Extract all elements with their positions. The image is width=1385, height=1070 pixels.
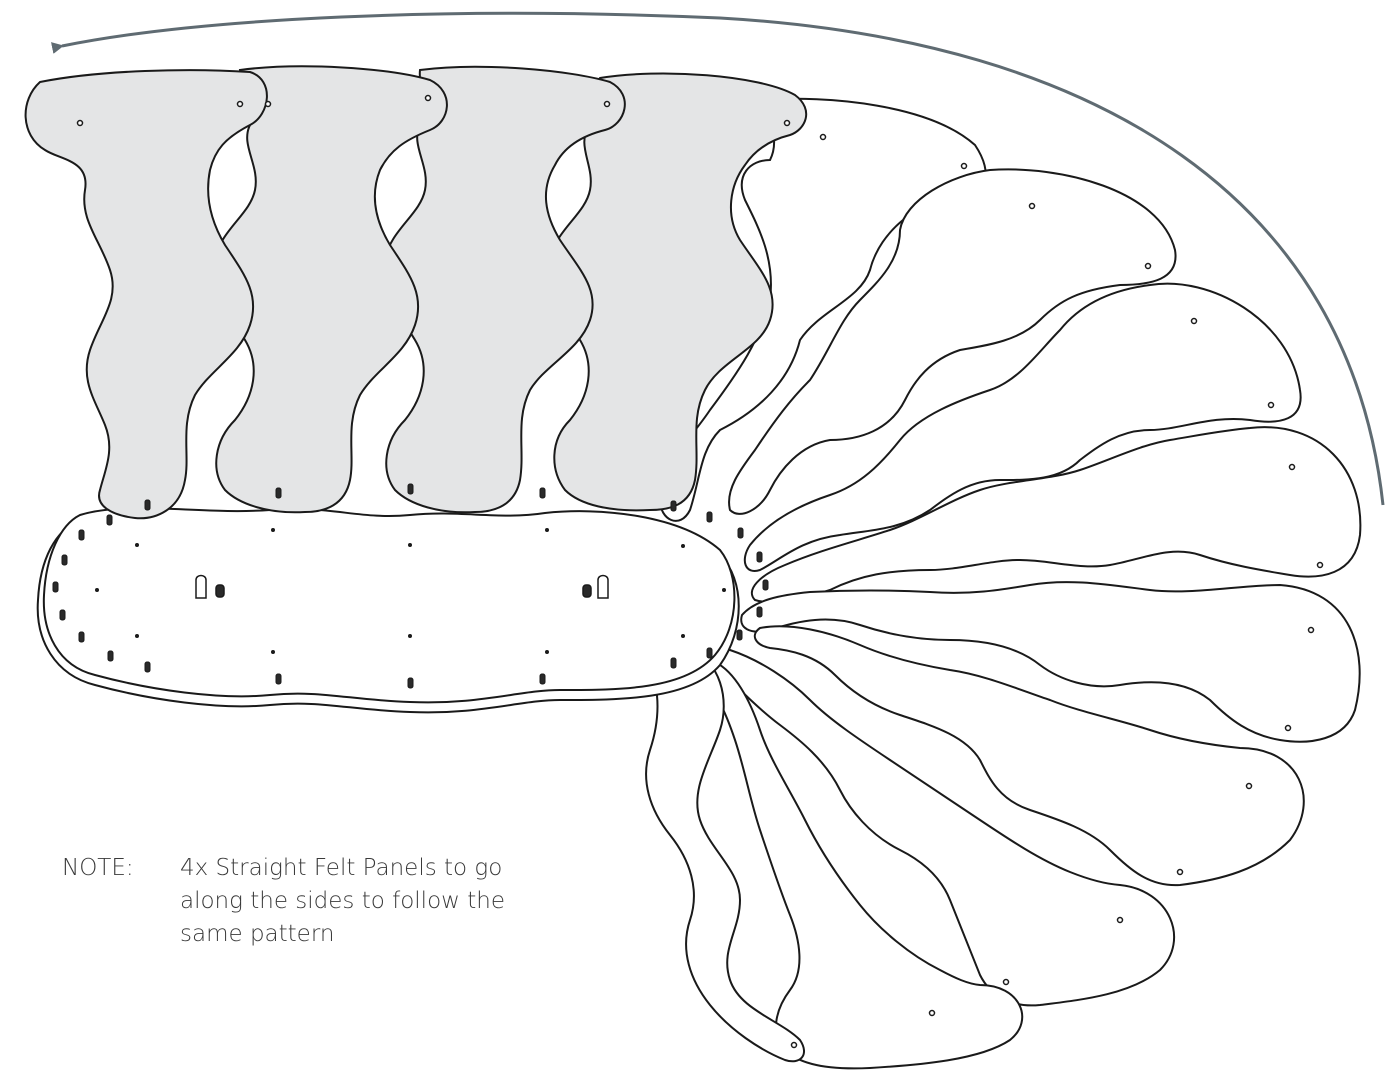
mounting-hole: [1288, 463, 1296, 471]
peg-icon: [144, 499, 151, 511]
peg-icon: [737, 527, 744, 539]
note-line: along the sides to follow the: [180, 888, 506, 914]
mounting-hole: [603, 100, 611, 108]
base-dot: [681, 544, 685, 548]
base-dot: [722, 588, 726, 592]
base-dot: [135, 634, 139, 638]
peg-icon: [706, 647, 713, 659]
mounting-hole: [1002, 978, 1010, 986]
post-icon: [195, 574, 207, 599]
fanned-panel: [753, 625, 1305, 887]
mounting-hole: [790, 1041, 798, 1049]
peg-icon: [407, 677, 414, 689]
peg-icon: [736, 629, 743, 641]
post-icon: [597, 574, 609, 599]
mounting-hole: [1028, 202, 1036, 210]
base-dot: [545, 528, 549, 532]
mounting-hole: [1144, 262, 1152, 270]
peg-icon: [144, 661, 151, 673]
base-dot-group: [95, 528, 726, 654]
peg-icon: [670, 500, 677, 512]
note-label: NOTE:: [62, 855, 134, 881]
post-group: [195, 574, 609, 599]
base-plate-top: [42, 507, 736, 704]
rotation-arrow-icon: [51, 11, 1385, 506]
mounting-hole: [236, 100, 244, 108]
mounting-hole-group: [76, 94, 1324, 1049]
base-dot: [408, 634, 412, 638]
fanned-panel: [695, 658, 1024, 1070]
base-dot: [271, 650, 275, 654]
mounting-hole: [1190, 317, 1198, 325]
peg-icon: [706, 511, 713, 523]
mounting-hole: [424, 94, 432, 102]
mounting-hole: [783, 119, 791, 127]
base-dot: [271, 528, 275, 532]
peg-icon: [756, 606, 763, 618]
peg-icon: [275, 673, 282, 685]
fanned-panel: [740, 581, 1361, 743]
base-dot: [681, 634, 685, 638]
mounting-hole: [1284, 724, 1292, 732]
mounting-hole: [1176, 868, 1184, 876]
peg-icon: [78, 529, 85, 541]
base-plate: [36, 507, 740, 714]
peg-icon: [670, 657, 677, 669]
peg-icon: [107, 650, 114, 662]
peg-icon: [582, 584, 592, 598]
peg-icon: [539, 487, 546, 499]
note-line: same pattern: [180, 921, 335, 947]
mounting-hole: [960, 162, 968, 170]
fanned-panel: [750, 426, 1362, 603]
mounting-hole: [264, 100, 272, 108]
mounting-hole: [819, 133, 827, 141]
mounting-hole: [1267, 401, 1275, 409]
note-line: 4x Straight Felt Panels to go: [180, 855, 503, 881]
base-dot: [545, 650, 549, 654]
mounting-hole: [1116, 916, 1124, 924]
peg-icon: [78, 631, 85, 643]
fanned-panel: [728, 168, 1177, 515]
note-text: 4x Straight Felt Panels to go along the …: [180, 852, 600, 951]
peg-icon: [59, 609, 66, 621]
highlighted-panel: [383, 65, 626, 514]
peg-icon: [762, 579, 769, 591]
peg-icon: [407, 483, 414, 495]
highlighted-panel-group: [24, 65, 808, 520]
peg-icon: [539, 673, 546, 685]
peg-group: [52, 483, 769, 689]
base-dot: [135, 543, 139, 547]
mounting-hole: [928, 1009, 936, 1017]
fanned-panel-group: [645, 97, 1362, 1070]
mounting-hole: [1307, 626, 1315, 634]
peg-icon: [106, 514, 113, 526]
base-dot: [95, 588, 99, 592]
mounting-hole: [1316, 561, 1324, 569]
fanned-panel: [645, 647, 805, 1063]
fanned-panel: [713, 647, 1176, 1007]
peg-icon: [756, 551, 763, 563]
peg-icon: [61, 554, 68, 566]
mounting-hole: [76, 119, 84, 127]
peg-icon: [275, 487, 282, 499]
peg-icon: [52, 581, 59, 593]
peg-icon: [215, 584, 225, 598]
highlighted-panel: [24, 69, 268, 520]
fanned-panel: [743, 282, 1302, 572]
base-dot: [408, 543, 412, 547]
mounting-hole: [1245, 782, 1253, 790]
